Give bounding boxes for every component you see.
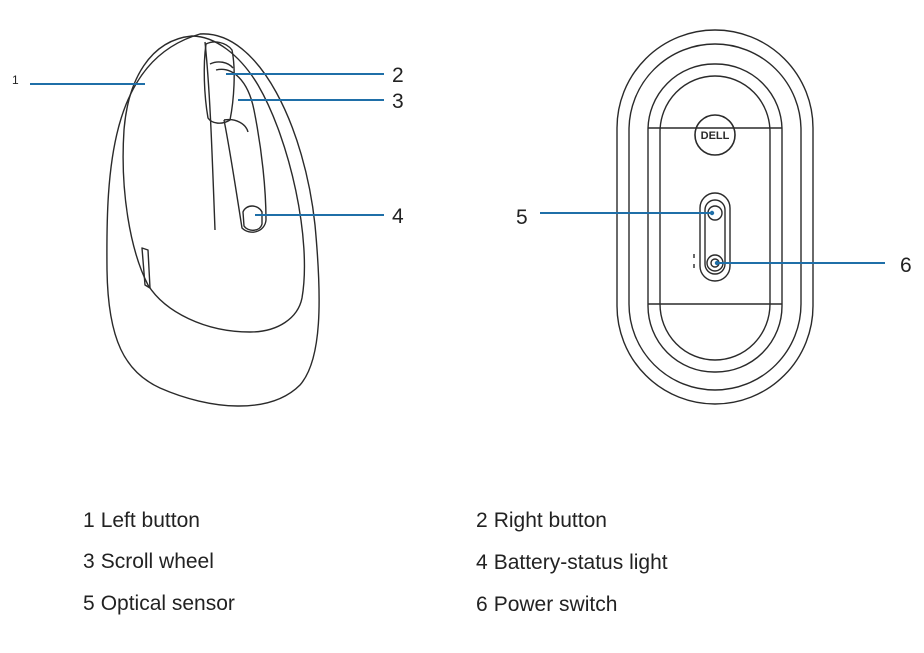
callout-number-4: 4 bbox=[392, 205, 404, 228]
dell-logo-text: DELL bbox=[701, 130, 730, 142]
legend-label: Optical sensor bbox=[100, 592, 235, 615]
sensor-switch-capsule bbox=[699, 192, 731, 282]
mouse-shell-outline bbox=[106, 33, 320, 407]
mouse-side-groove bbox=[141, 247, 151, 289]
bottom-center-plate bbox=[659, 75, 771, 361]
sensor-switch-inner bbox=[704, 199, 726, 275]
legend-label: Scroll wheel bbox=[100, 550, 214, 573]
leader-dot-5 bbox=[709, 210, 715, 216]
bottom-outer-shell bbox=[616, 29, 814, 405]
bottom-inner-ring-1 bbox=[628, 43, 802, 391]
battery-light-shape bbox=[242, 205, 263, 231]
callout-number-2: 2 bbox=[392, 64, 404, 87]
button-split-line bbox=[204, 41, 216, 231]
legend-label: Right button bbox=[493, 509, 607, 532]
scroll-wheel-rib bbox=[209, 61, 234, 69]
wheel-channel-inner bbox=[223, 118, 249, 133]
leader-dot-6 bbox=[714, 260, 720, 266]
legend-number: 6 bbox=[476, 593, 488, 616]
legend-number: 1 bbox=[83, 509, 95, 532]
legend-label: Power switch bbox=[493, 593, 618, 616]
dell-logo: DELL bbox=[694, 114, 736, 156]
mouse-bottom-view bbox=[616, 29, 814, 405]
legend-number: 2 bbox=[476, 509, 488, 532]
callout-number-3: 3 bbox=[392, 90, 404, 113]
mouse-top-cover bbox=[122, 35, 306, 333]
callout-number-1: 1 bbox=[12, 73, 19, 87]
mouse-top-view bbox=[106, 33, 320, 407]
wheel-channel bbox=[215, 68, 267, 233]
legend-label: Left button bbox=[100, 509, 200, 532]
callout-number-5: 5 bbox=[516, 206, 528, 229]
legend-label: Battery-status light bbox=[493, 551, 668, 574]
legend-number: 5 bbox=[83, 592, 95, 615]
bottom-inner-ring-2 bbox=[647, 63, 783, 373]
legend-number: 4 bbox=[476, 551, 488, 574]
callout-number-6: 6 bbox=[900, 254, 912, 277]
legend-number: 3 bbox=[83, 550, 95, 573]
